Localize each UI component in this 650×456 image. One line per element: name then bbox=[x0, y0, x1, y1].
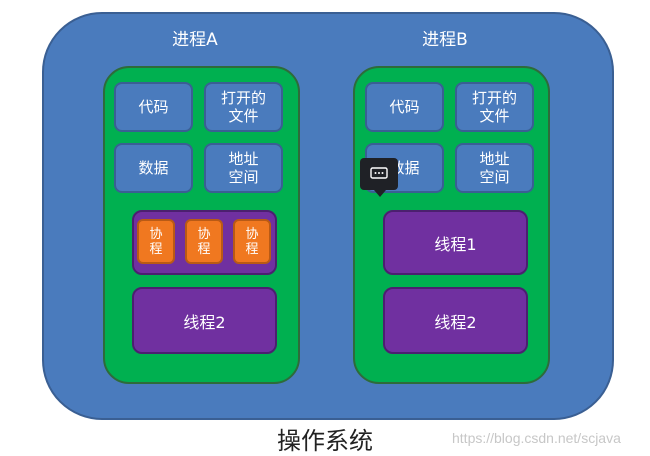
process-b-open-files-box: 打开的 文件 bbox=[455, 82, 534, 132]
chat-bubble-glyph-icon bbox=[370, 167, 388, 179]
process-b-thread1: 线程1 bbox=[383, 210, 528, 275]
process-a-thread2: 线程2 bbox=[132, 287, 277, 354]
process-a-data-box: 数据 bbox=[114, 143, 193, 193]
process-a-title: 进程A bbox=[172, 30, 218, 50]
process-b-thread2: 线程2 bbox=[383, 287, 528, 354]
chat-bubble-icon[interactable] bbox=[360, 158, 398, 197]
process-a-address-space-box: 地址 空间 bbox=[204, 143, 283, 193]
diagram-caption: 操作系统 bbox=[277, 427, 373, 455]
process-b-title: 进程B bbox=[422, 30, 468, 50]
coroutine-2: 协 程 bbox=[185, 219, 223, 264]
coroutine-3: 协 程 bbox=[233, 219, 271, 264]
coroutine-1: 协 程 bbox=[137, 219, 175, 264]
process-a-open-files-box: 打开的 文件 bbox=[204, 82, 283, 132]
watermark-text: https://blog.csdn.net/scjava bbox=[452, 430, 621, 446]
process-b-address-space-box: 地址 空间 bbox=[455, 143, 534, 193]
process-b-code-box: 代码 bbox=[365, 82, 444, 132]
process-a-code-box: 代码 bbox=[114, 82, 193, 132]
